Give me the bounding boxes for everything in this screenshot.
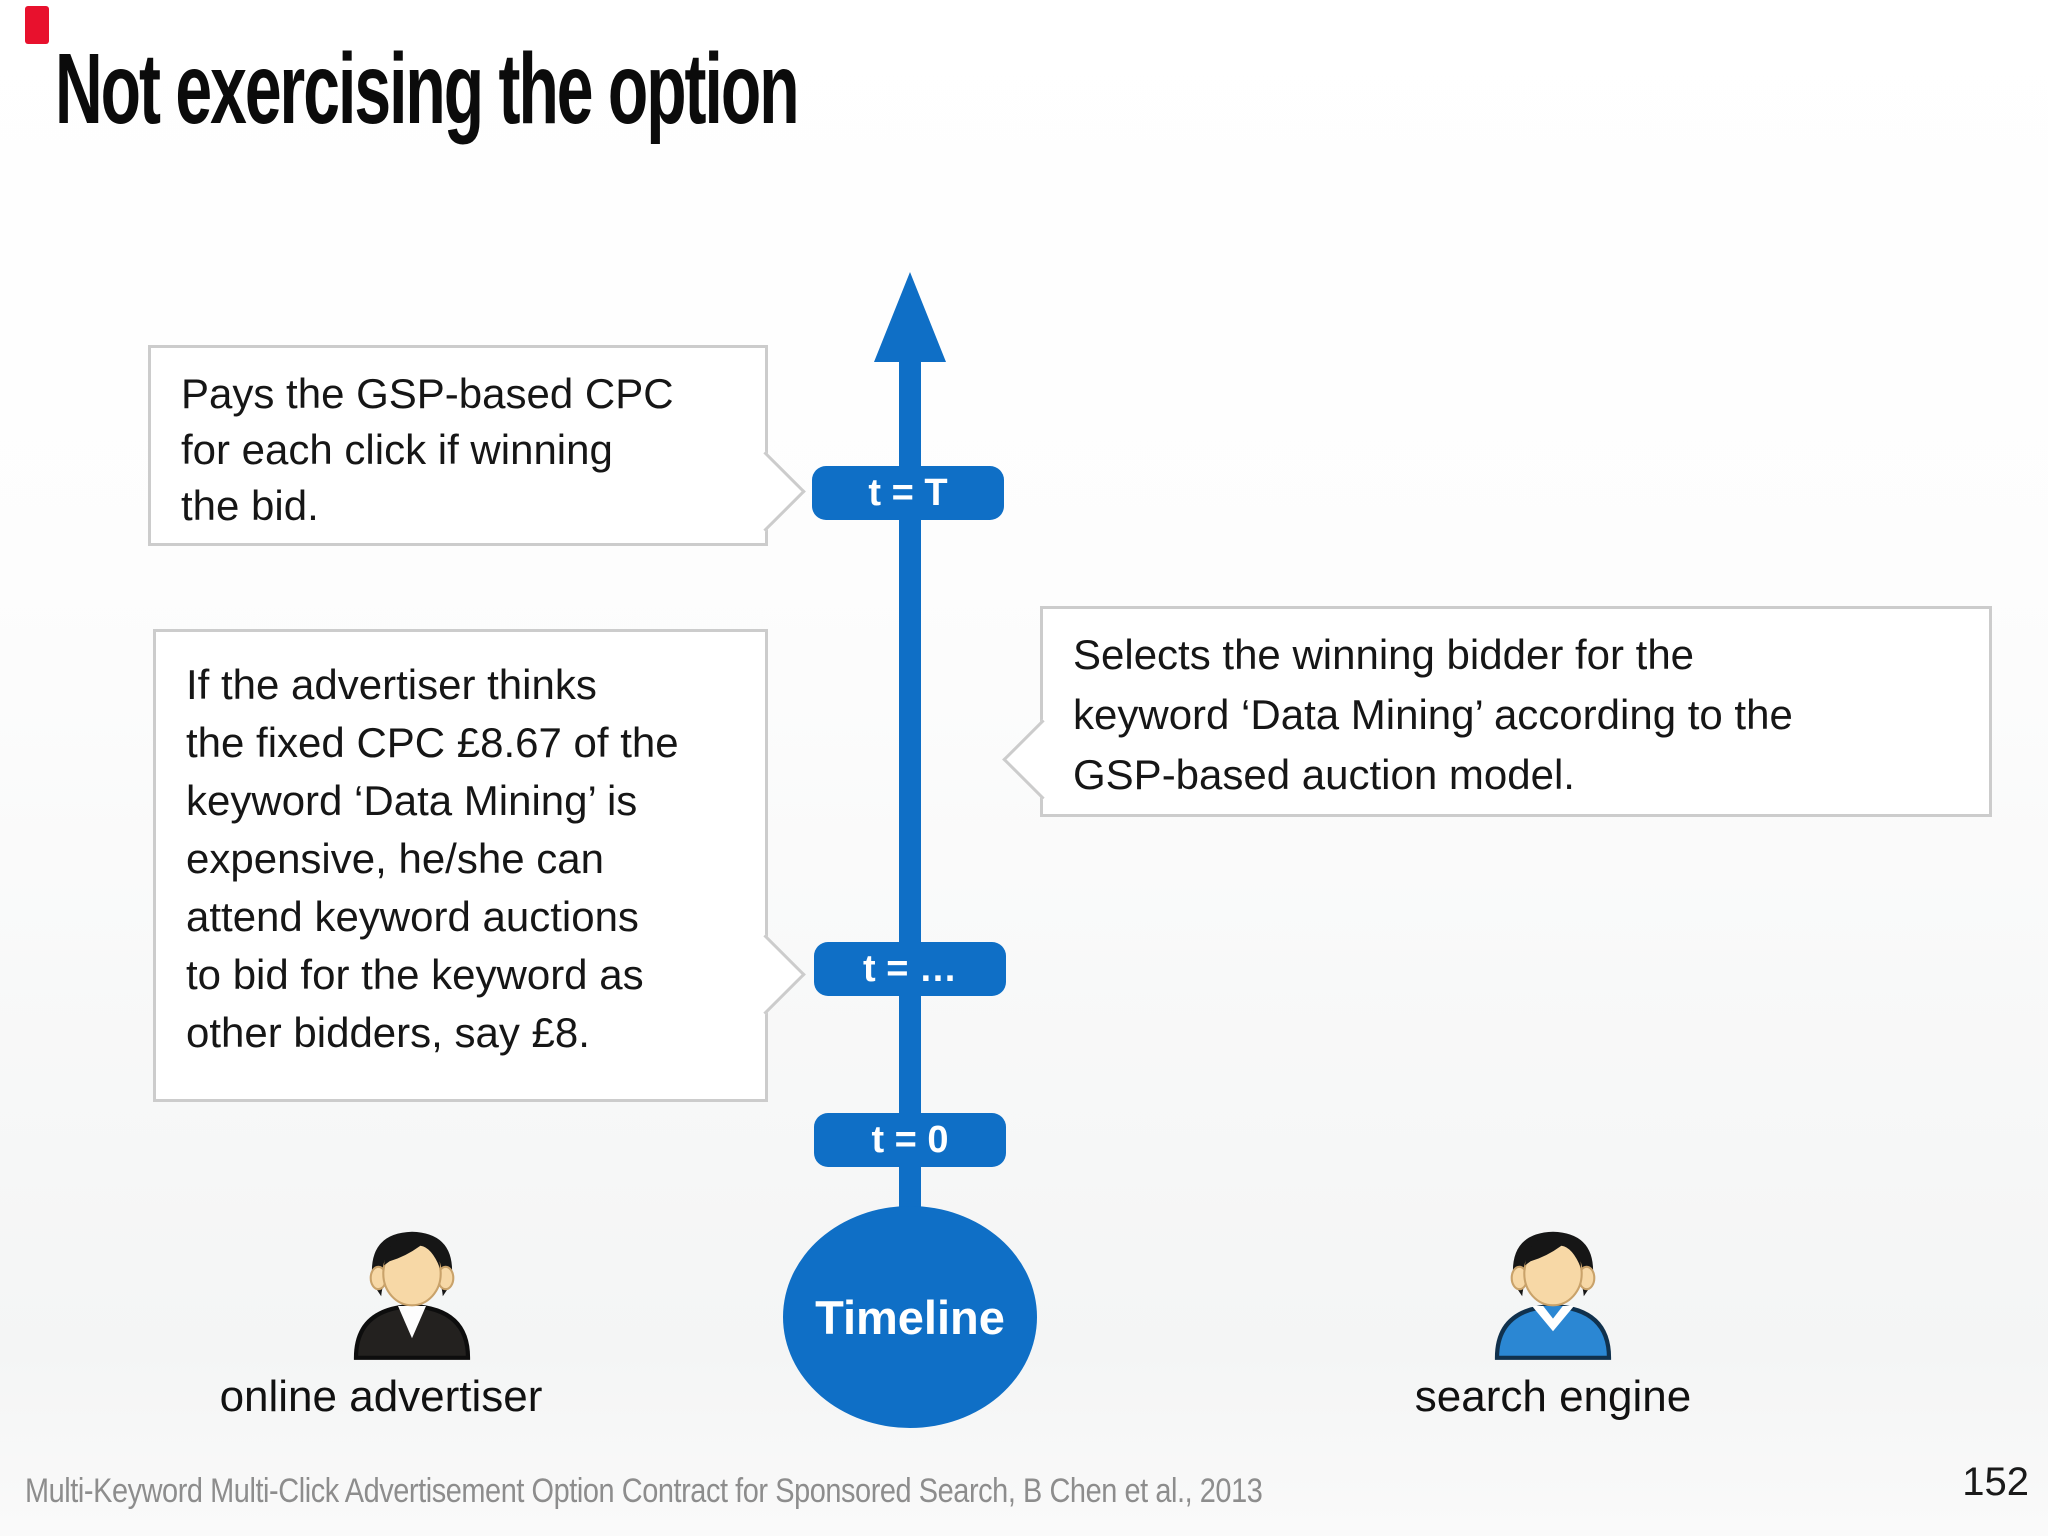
online-advertiser-label: online advertiser: [219, 1372, 543, 1421]
online-advertiser-person-icon: [353, 1231, 471, 1360]
search-engine-person-icon: [1494, 1231, 1612, 1360]
marker-t-equals-T: t = T: [812, 466, 1004, 520]
timeline-circle: Timeline: [783, 1206, 1037, 1428]
callout-select-winner-text: Selects the winning bidder for the keywo…: [1073, 631, 1793, 798]
callout-advertiser-option: If the advertiser thinks the fixed CPC £…: [153, 629, 806, 1102]
marker-t-equals-T-label: t = T: [868, 471, 948, 514]
arrow-up-icon: [874, 272, 946, 362]
marker-t-equals-0-label: t = 0: [871, 1118, 949, 1161]
callout-pays-gsp-cpc: Pays the GSP-based CPC for each click if…: [148, 345, 806, 546]
callout-select-winner: Selects the winning bidder for the keywo…: [1002, 606, 1992, 817]
marker-t-equals-dots-label: t = …: [863, 947, 957, 990]
search-engine-label: search engine: [1414, 1372, 1692, 1421]
timeline-circle-label: Timeline: [815, 1290, 1005, 1344]
page-number: 152: [1962, 1460, 2029, 1504]
callout-pointer-left-icon: [1002, 719, 1083, 800]
footer-citation: Multi-Keyword Multi-Click Advertisement …: [25, 1472, 1263, 1510]
marker-t-equals-0: t = 0: [814, 1113, 1006, 1167]
marker-t-equals-dots: t = …: [814, 942, 1006, 996]
page-title: Not exercising the option: [55, 33, 800, 145]
red-marker: [25, 6, 49, 44]
callout-advertiser-option-text: If the advertiser thinks the fixed CPC £…: [186, 661, 679, 1056]
callout-pays-gsp-cpc-text: Pays the GSP-based CPC for each click if…: [181, 370, 674, 529]
